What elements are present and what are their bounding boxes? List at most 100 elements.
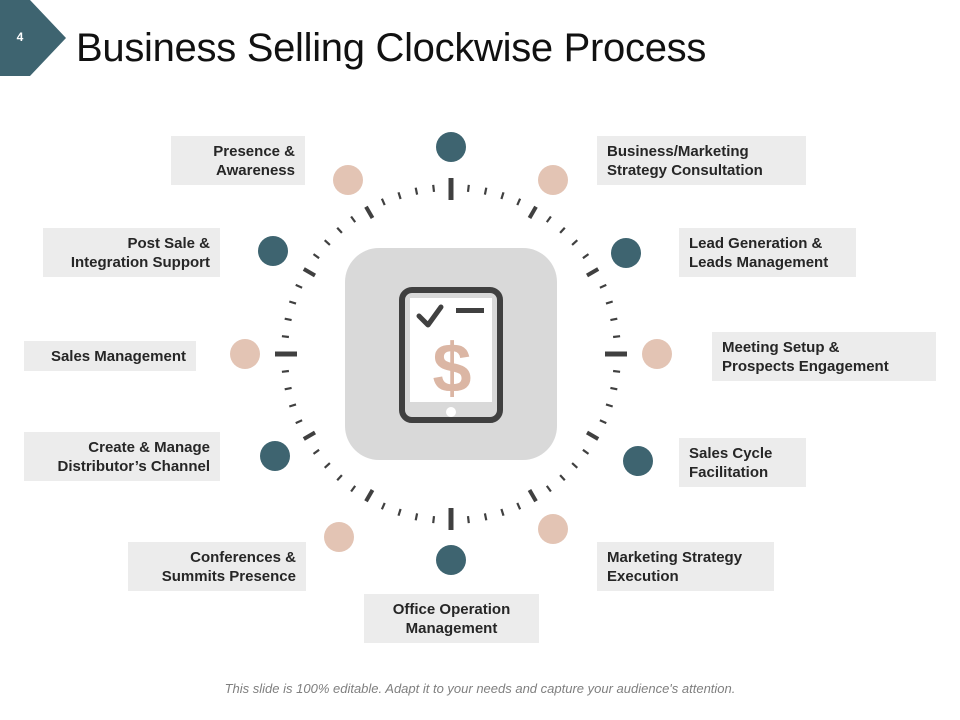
clock-tick — [605, 300, 614, 305]
clock-tick — [336, 226, 343, 234]
clock-tick — [610, 317, 618, 322]
clock-tick — [571, 462, 579, 469]
dot-sales-management — [230, 339, 260, 369]
clock-tick — [323, 239, 331, 246]
dot-create-manage-distributors-channel — [260, 441, 290, 471]
step-label-sales-management: Sales Management — [24, 341, 196, 371]
clock-tick — [500, 508, 505, 517]
step-label-line: Conferences & — [190, 548, 296, 566]
step-label-business-marketing-strategy-consultation: Business/Marketing Strategy Consultation — [597, 136, 806, 185]
step-label-office-operation-management: Office Operation Management — [364, 594, 539, 643]
clock-tick — [527, 205, 538, 220]
step-label-marketing-strategy-execution: Marketing Strategy Execution — [597, 542, 774, 591]
tablet-frame — [399, 287, 503, 423]
step-label-line: Integration Support — [70, 253, 210, 271]
clock-tick — [516, 198, 522, 206]
clock-tick — [350, 215, 357, 223]
clock-tick — [302, 267, 317, 278]
step-label-meeting-setup-prospects-engagement: Meeting Setup & Prospects Engagement — [712, 332, 936, 381]
clock-tick — [295, 419, 303, 425]
tablet-dollar-checklist-icon: $ — [399, 287, 503, 423]
clock-tick — [612, 369, 621, 373]
clock-tick — [500, 191, 505, 200]
dot-sales-cycle-facilitation — [623, 446, 653, 476]
clock-tick — [288, 403, 297, 408]
clock-tick — [414, 187, 419, 195]
checklist-line — [456, 308, 484, 313]
step-label-create-manage-distributors-channel: Create & Manage Distributor’s Channel — [24, 432, 220, 481]
clock-tick — [545, 485, 552, 493]
step-label-line: Awareness — [216, 161, 295, 179]
slide-number: 4 — [16, 30, 24, 44]
clock-tick — [284, 317, 292, 322]
step-label-line: Presence & — [213, 142, 295, 160]
step-label-line: Sales Cycle — [689, 444, 773, 462]
step-label-line: Lead Generation & — [689, 234, 823, 252]
step-label-line: Management — [405, 619, 498, 637]
slide-number-badge — [0, 0, 66, 76]
clock-tick — [571, 239, 579, 246]
dot-presence-awareness — [333, 165, 363, 195]
dot-lead-generation-leads-management — [611, 238, 641, 268]
clock-tick — [380, 502, 386, 510]
footer-note: This slide is 100% editable. Adapt it to… — [224, 681, 736, 696]
clock-tick — [295, 283, 303, 289]
step-label-line: Distributor’s Channel — [57, 457, 210, 475]
clock-tick — [527, 488, 538, 503]
clock-tick — [323, 462, 331, 469]
clock-tick — [397, 191, 402, 200]
clock-tick — [432, 515, 436, 524]
clock-tick — [312, 253, 320, 260]
clock-tick — [288, 300, 297, 305]
clock-tick — [432, 184, 436, 193]
clock-tick — [585, 430, 600, 441]
tablet-screen — [410, 298, 492, 402]
dot-business-marketing-strategy-consultation — [538, 165, 568, 195]
clock-tick — [397, 508, 402, 517]
clock-tick — [312, 448, 320, 455]
dot-conferences-summits-presence — [324, 522, 354, 552]
clock-tick — [516, 502, 522, 510]
dot-meeting-setup-prospects-engagement — [642, 339, 672, 369]
step-label-post-sale-integration-support: Post Sale & Integration Support — [43, 228, 220, 277]
step-label-presence-awareness: Presence & Awareness — [171, 136, 305, 185]
step-label-line: Leads Management — [689, 253, 829, 271]
step-label-conferences-summits-presence: Conferences & Summits Presence — [128, 542, 306, 591]
badge-shape — [0, 0, 66, 76]
tablet-home-button — [446, 407, 456, 417]
clock-tick — [483, 187, 488, 195]
clock-tick — [466, 184, 470, 193]
clock-tick — [281, 369, 290, 373]
clock-tick — [364, 205, 375, 220]
step-label-line: Create & Manage — [88, 438, 210, 456]
step-label-line: Facilitation — [689, 463, 769, 481]
clock-tick — [610, 386, 618, 391]
step-label-sales-cycle-facilitation: Sales Cycle Facilitation — [679, 438, 806, 487]
step-dots — [230, 132, 672, 575]
dot-marketing-strategy-execution — [538, 514, 568, 544]
clock-tick — [364, 488, 375, 503]
step-label-line: Prospects Engagement — [722, 357, 889, 375]
clock-tick — [582, 253, 590, 260]
clock-tick — [582, 448, 590, 455]
dot-office-operation-management — [436, 545, 466, 575]
clock-tick — [599, 283, 607, 289]
clock-tick — [336, 474, 343, 482]
clock-tick — [466, 515, 470, 524]
step-label-line: Office Operation — [392, 600, 511, 618]
clock-tick — [414, 513, 419, 521]
clock-tick — [599, 419, 607, 425]
step-label-line: Meeting Setup & — [722, 338, 840, 356]
clock-tick — [483, 513, 488, 521]
dot-top — [436, 132, 466, 162]
step-label-lead-generation-leads-management: Lead Generation & Leads Management — [679, 228, 856, 277]
clock-tick — [284, 386, 292, 391]
clock-tick — [612, 335, 621, 339]
step-label-line: Business/Marketing — [607, 142, 749, 160]
slide-title: Business Selling Clockwise Process — [76, 26, 707, 70]
step-label-line: Summits Presence — [161, 567, 296, 585]
step-label-line: Sales Management — [50, 347, 186, 365]
clock-tick — [380, 198, 386, 206]
clock-tick — [605, 403, 614, 408]
